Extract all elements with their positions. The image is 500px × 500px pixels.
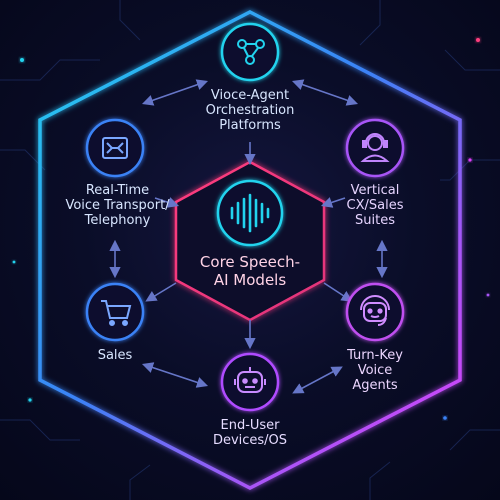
label-turnkey-line-1: Turn-Key [347,348,403,363]
label-telephony-line-1: Real-Time [85,183,150,198]
arrow-orchestration-telephony [141,79,209,106]
label-vertical-cx-line-2: CX/Sales [346,198,404,213]
arrow-turnkey-enduser [292,366,343,394]
label-vertical-cx-line-3: Suites [355,213,395,228]
node-turnkey [345,282,405,342]
arrow-orchestration-vertical [291,79,359,106]
background-sparkles [12,38,490,420]
label-end-user-line-2: Devices/OS [212,433,288,448]
label-orchestration: Vioce-Agent Orchestration Platforms [190,88,310,133]
arrow-core-sales [145,282,177,302]
label-orchestration-line-1: Vioce-Agent [210,88,290,103]
arrow-telephony-core [154,197,180,208]
label-turnkey-line-3: Agents [352,378,398,393]
node-vertical-cx [345,118,405,178]
label-turnkey-line-2: Voice [357,363,393,378]
connector-arrows [109,79,388,394]
center-label-line-1: Core Speech- [199,253,301,271]
center-label-line-2: AI Models [213,271,287,289]
robot-headset-icon [360,295,390,326]
circuit-chip-icon [102,137,128,159]
label-orchestration-line-3: Platforms [219,118,281,133]
label-telephony-line-3: Telephony [84,213,151,228]
label-telephony: Real-Time Voice Transport/ Telephony [55,183,180,228]
label-telephony-line-2: Voice Transport/ [65,198,170,213]
label-turnkey: Turn-Key Voice Agents [330,348,420,393]
network-nodes-icon [237,39,265,65]
label-orchestration-line-2: Orchestration [205,103,295,118]
label-end-user: End-User Devices/OS [200,418,300,448]
node-sales [85,282,145,342]
node-telephony [85,118,145,178]
robot-face-icon [234,367,266,393]
shopping-cart-icon [101,300,132,326]
label-end-user-line-1: End-User [220,418,280,433]
sound-wave-icon [216,179,284,247]
arrow-core-turnkey [323,282,353,302]
center-label: Core Speech- AI Models [180,253,320,289]
arrow-vertical-core [320,197,346,208]
label-sales-line-1: Sales [97,348,133,363]
label-sales: Sales [80,348,150,363]
outer-hexagon [38,10,462,490]
node-end-user [220,352,280,412]
headset-person-icon [360,133,390,162]
node-orchestration [220,22,280,82]
arrow-sales-enduser [141,362,209,388]
label-vertical-cx: Vertical CX/Sales Suites [330,183,420,228]
label-vertical-cx-line-1: Vertical [350,183,400,198]
